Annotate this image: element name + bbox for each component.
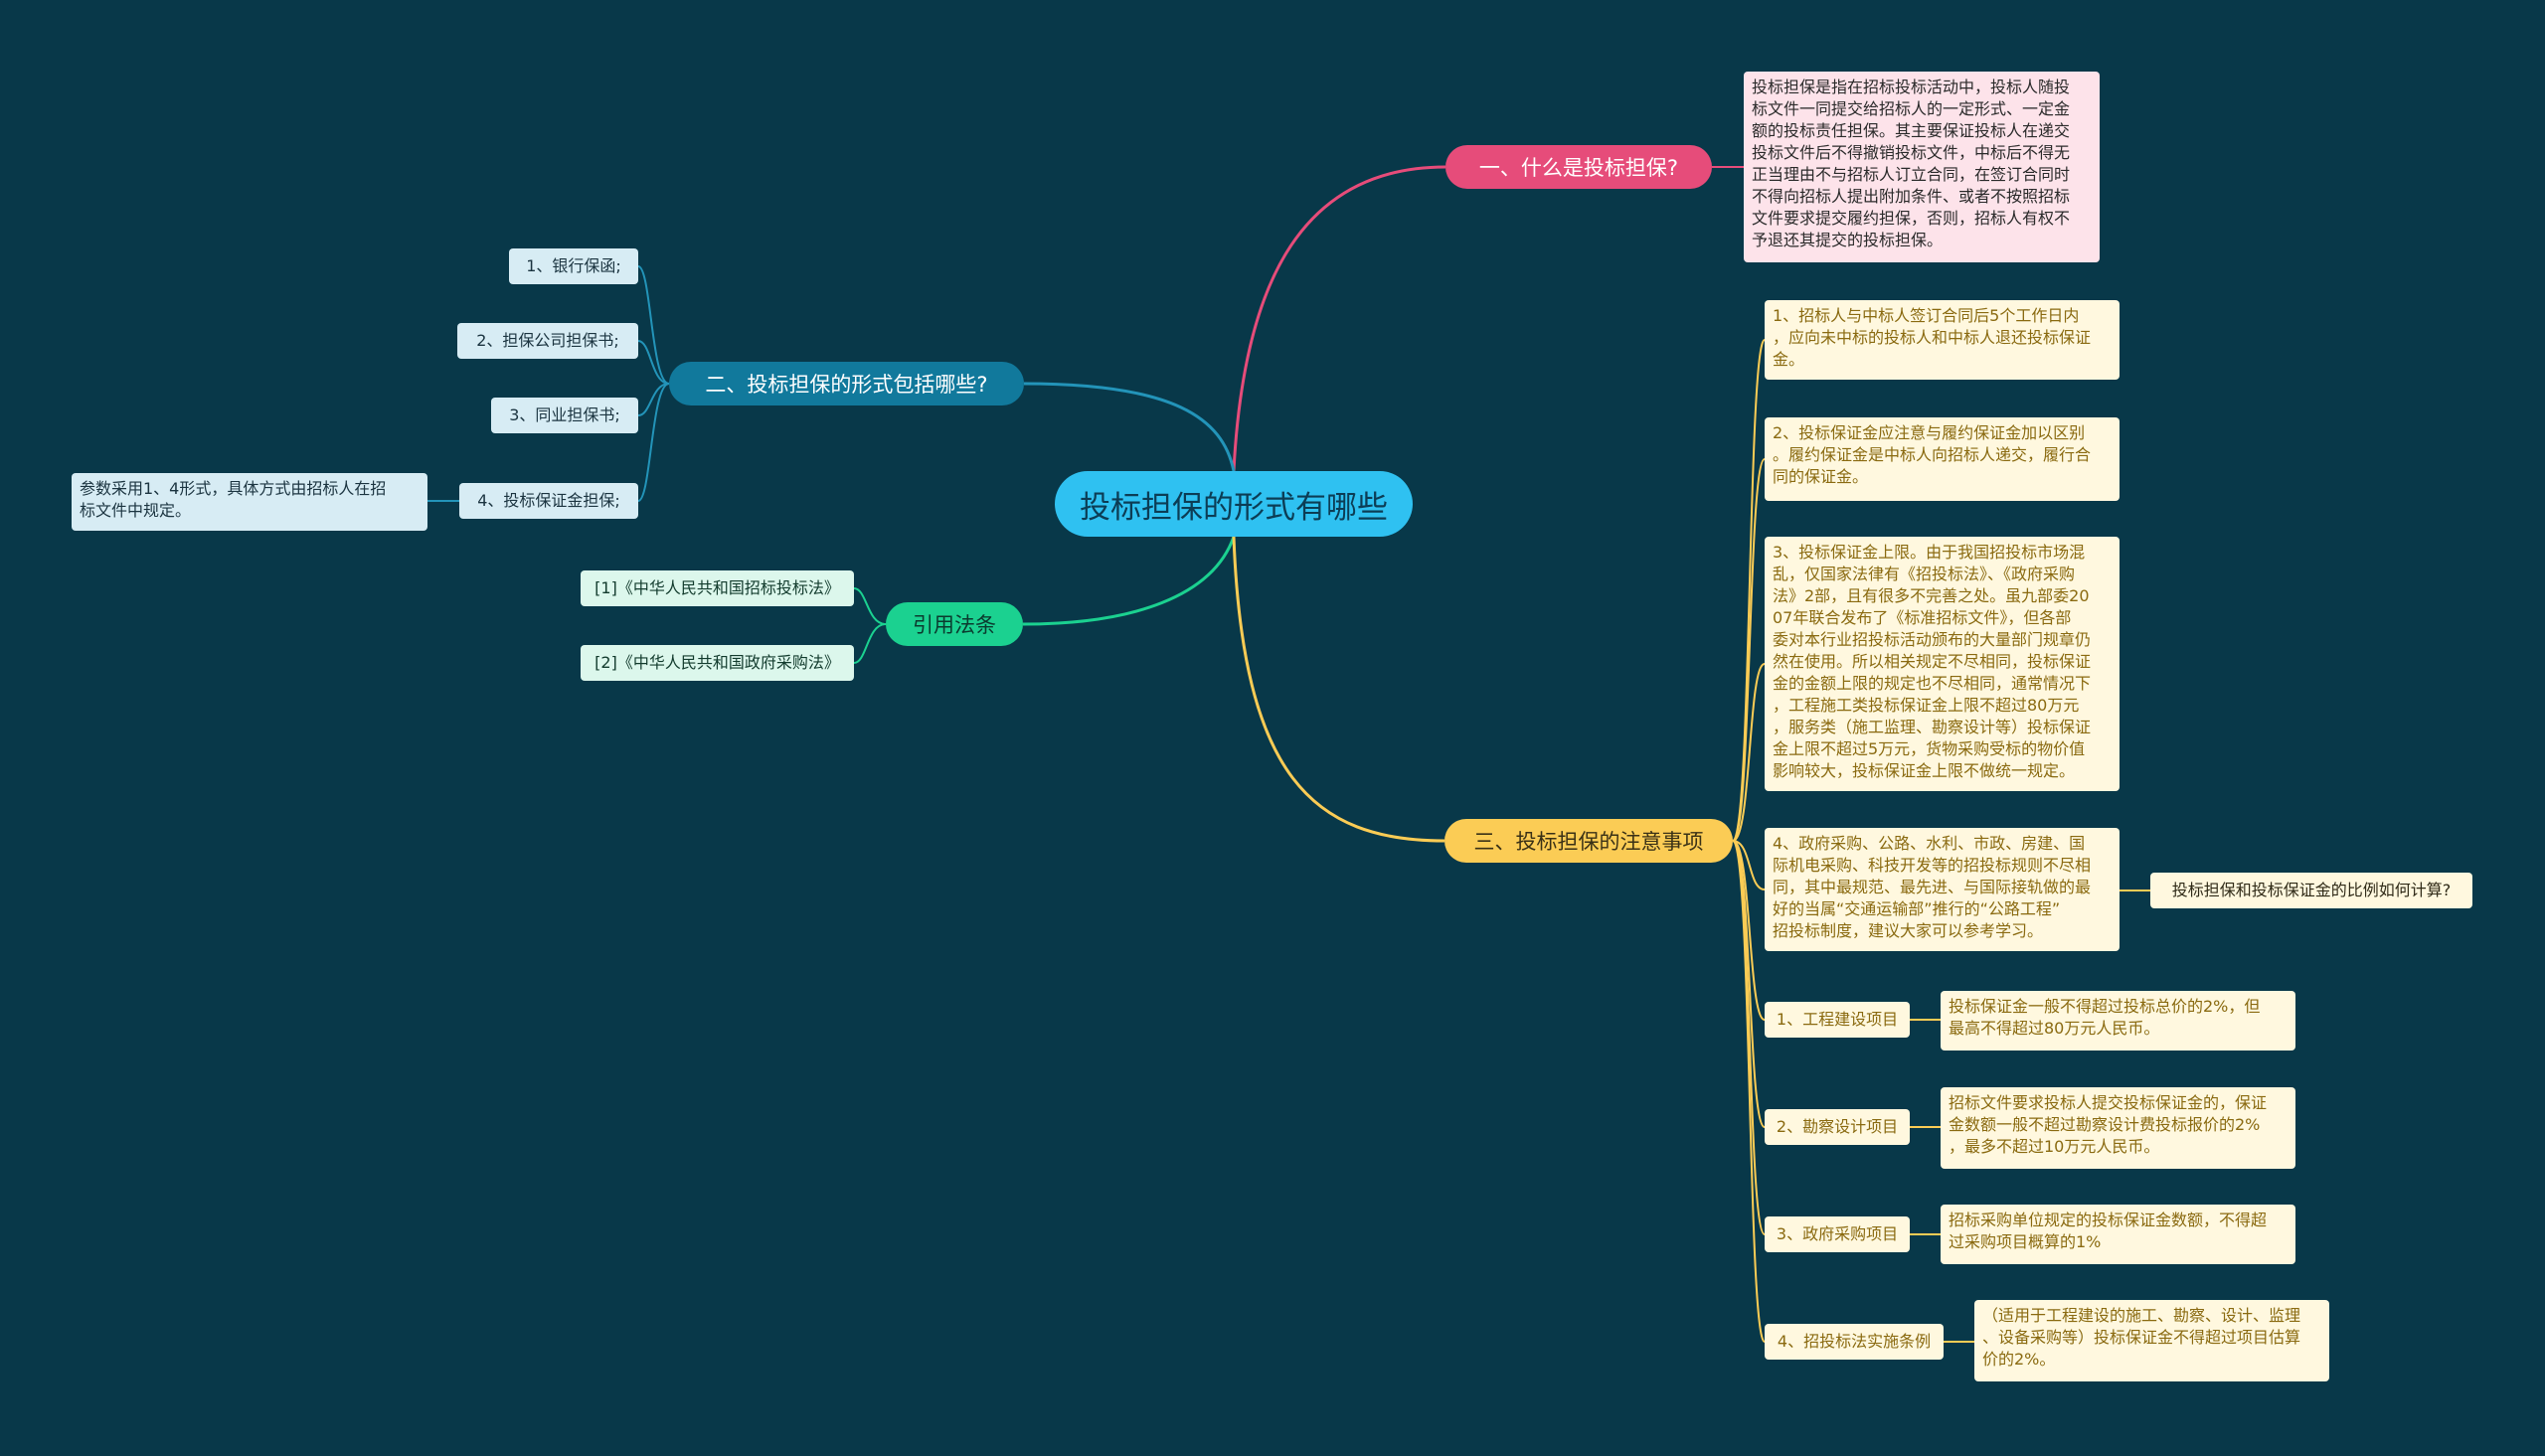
branch-what-is-bid-guarantee[interactable]: 一、什么是投标担保? bbox=[1445, 145, 1712, 189]
law-item-bidding-law[interactable]: [1]《中华人民共和国招标投标法》 bbox=[581, 570, 854, 606]
sub-note-survey-design[interactable]: 招标文件要求投标人提交投标保证金的，保证 金数额一般不超过勘察设计费投标报价的2… bbox=[1941, 1087, 2295, 1169]
sub-note-gov-procurement[interactable]: 招标采购单位规定的投标保证金数额，不得超 过采购项目概算的1% bbox=[1941, 1205, 2295, 1264]
precaution-item-3[interactable]: 3、投标保证金上限。由于我国招投标市场混 乱，仅国家法律有《招投标法》、《政府采… bbox=[1765, 537, 2120, 791]
sub-note-implementing-regulations[interactable]: （适用于工程建设的施工、勘察、设计、监理 、设备采购等）投标保证金不得超过项目估… bbox=[1974, 1300, 2329, 1381]
sub-note-text: 招标采购单位规定的投标保证金数额，不得超 过采购项目概算的1% bbox=[1949, 1211, 2268, 1251]
link-law-l1 bbox=[853, 587, 887, 625]
precaution-text: 3、投标保证金上限。由于我国招投标市场混 乱，仅国家法律有《招投标法》、《政府采… bbox=[1773, 543, 2092, 780]
branch-cited-laws[interactable]: 引用法条 bbox=[886, 602, 1023, 646]
precaution-text: 1、招标人与中标人签订合同后5个工作日内 ，应向未中标的投标人和中标人退还投标保… bbox=[1773, 306, 2092, 369]
sub-note-text: （适用于工程建设的施工、勘察、设计、监理 、设备采购等）投标保证金不得超过项目估… bbox=[1982, 1306, 2301, 1369]
root-topic[interactable]: 投标担保的形式有哪些 bbox=[1055, 471, 1413, 537]
form-item-bank-guarantee[interactable]: 1、银行保函; bbox=[509, 248, 638, 284]
link-q3-p4 bbox=[1732, 840, 1766, 890]
link-q3-p2 bbox=[1732, 458, 1766, 842]
link-root-q3 bbox=[1232, 536, 1445, 843]
link-q3-p3 bbox=[1732, 663, 1766, 842]
definition-text: 投标担保是指在招标投标活动中，投标人随投 标文件一同提交给招标人的一定形式、一定… bbox=[1752, 78, 2071, 249]
form-item-guarantee-company[interactable]: 2、担保公司担保书; bbox=[457, 323, 638, 359]
precaution-item-2[interactable]: 2、投标保证金应注意与履约保证金加以区别 。履约保证金是中标人向招标人递交，履行… bbox=[1765, 417, 2120, 501]
link-root-q1 bbox=[1232, 165, 1446, 472]
link-q2-f3 bbox=[637, 383, 670, 416]
precaution-text: 4、政府采购、公路、水利、市政、房建、国 际机电采购、科技开发等的招投标规则不尽… bbox=[1773, 834, 2092, 940]
form-note-text: 参数采用1、4形式，具体方式由招标人在招 标文件中规定。 bbox=[80, 479, 387, 520]
ratio-question-link[interactable]: 投标担保和投标保证金的比例如何计算? bbox=[2150, 873, 2472, 908]
link-q2-f4 bbox=[637, 383, 670, 502]
link-law-l2 bbox=[853, 623, 887, 664]
sub-note-construction[interactable]: 投标保证金一般不得超过投标总价的2%，但 最高不得超过80万元人民币。 bbox=[1941, 991, 2295, 1051]
law-item-procurement-law[interactable]: [2]《中华人民共和国政府采购法》 bbox=[581, 645, 854, 681]
link-q3-s4 bbox=[1732, 840, 1766, 1343]
form-note[interactable]: 参数采用1、4形式，具体方式由招标人在招 标文件中规定。 bbox=[72, 473, 427, 531]
sub-note-text: 投标保证金一般不得超过投标总价的2%，但 最高不得超过80万元人民币。 bbox=[1949, 997, 2261, 1038]
precaution-item-4[interactable]: 4、政府采购、公路、水利、市政、房建、国 际机电采购、科技开发等的招投标规则不尽… bbox=[1765, 828, 2120, 951]
definition-note[interactable]: 投标担保是指在招标投标活动中，投标人随投 标文件一同提交给招标人的一定形式、一定… bbox=[1744, 72, 2100, 262]
sub-item-construction[interactable]: 1、工程建设项目 bbox=[1765, 1002, 1910, 1038]
sub-item-survey-design[interactable]: 2、勘察设计项目 bbox=[1765, 1109, 1910, 1145]
link-q2-f1 bbox=[637, 265, 670, 385]
branch-guarantee-forms[interactable]: 二、投标担保的形式包括哪些? bbox=[669, 362, 1024, 405]
sub-note-text: 招标文件要求投标人提交投标保证金的，保证 金数额一般不超过勘察设计费投标报价的2… bbox=[1949, 1093, 2268, 1156]
precaution-text: 2、投标保证金应注意与履约保证金加以区别 。履约保证金是中标人向招标人递交，履行… bbox=[1773, 423, 2092, 486]
link-root-q2 bbox=[1023, 382, 1236, 472]
precaution-item-1[interactable]: 1、招标人与中标人签订合同后5个工作日内 ，应向未中标的投标人和中标人退还投标保… bbox=[1765, 300, 2120, 380]
sub-item-gov-procurement[interactable]: 3、政府采购项目 bbox=[1765, 1216, 1910, 1252]
form-item-peer-guarantee[interactable]: 3、同业担保书; bbox=[491, 398, 638, 433]
link-q2-f2 bbox=[637, 340, 670, 385]
form-item-bid-bond[interactable]: 4、投标保证金担保; bbox=[459, 483, 638, 519]
link-q3-s1 bbox=[1732, 840, 1766, 1021]
branch-precautions[interactable]: 三、投标担保的注意事项 bbox=[1444, 819, 1733, 863]
link-root-law bbox=[1022, 536, 1236, 626]
sub-item-implementing-regulations[interactable]: 4、招投标法实施条例 bbox=[1765, 1324, 1944, 1360]
